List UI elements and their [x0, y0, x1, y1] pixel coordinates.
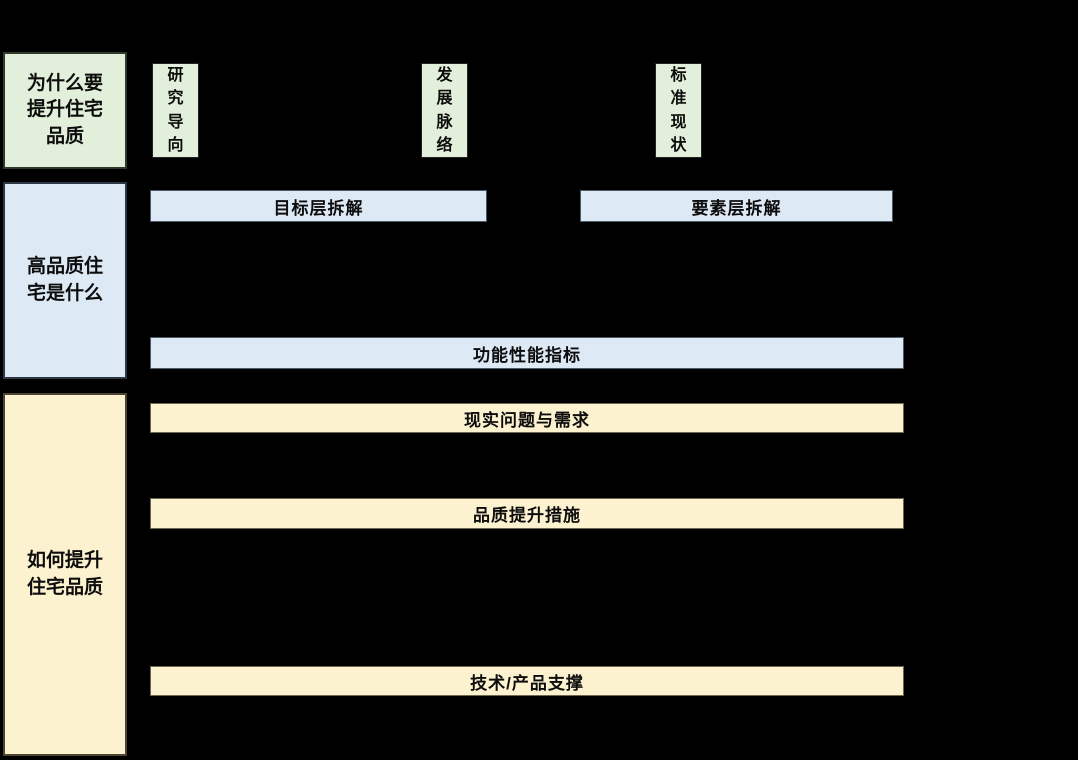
tab-research-orientation: 研究导向	[152, 63, 199, 158]
block-function-performance-indicators: 功能性能指标	[150, 337, 904, 369]
row-label-what-is-high-quality-housing: 高品质住 宅是什么	[3, 182, 127, 379]
row-label-how-improve-quality: 如何提升 住宅品质	[3, 393, 127, 756]
row-label-why-improve-quality: 为什么要 提升住宅 品质	[3, 52, 127, 169]
tab-development-context-label: 发展脉络	[436, 67, 453, 154]
tab-research-orientation-label: 研究导向	[167, 67, 184, 154]
block-element-layer-breakdown: 要素层拆解	[580, 190, 893, 222]
tab-standards-status: 标准现状	[655, 63, 702, 158]
block-real-problems-and-needs: 现实问题与需求	[150, 403, 904, 433]
tab-standards-status-label: 标准现状	[670, 67, 687, 154]
block-tech-product-support: 技术/产品支撑	[150, 666, 904, 696]
block-goal-layer-breakdown: 目标层拆解	[150, 190, 487, 222]
block-quality-improvement-measures: 品质提升措施	[150, 498, 904, 529]
tab-development-context: 发展脉络	[421, 63, 468, 158]
